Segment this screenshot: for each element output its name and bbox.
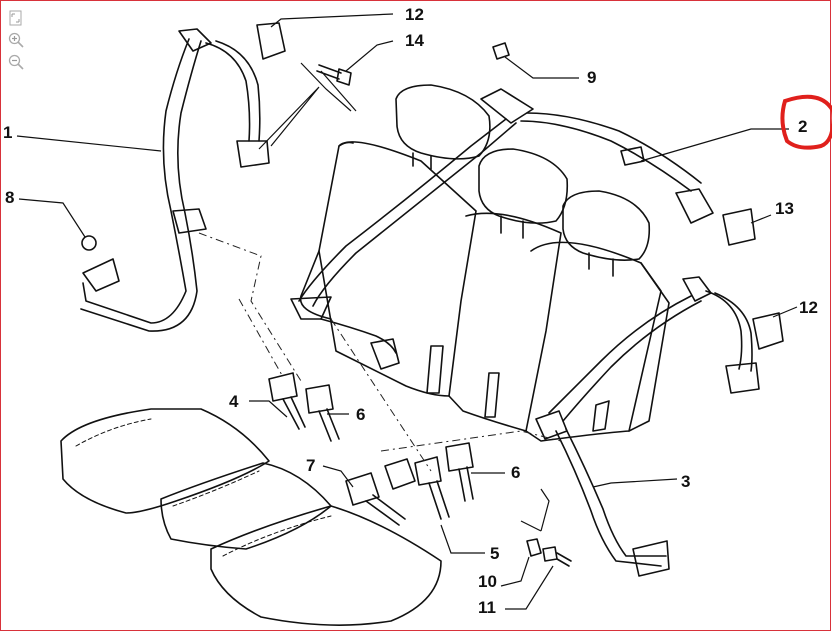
seat-cushion [60, 408, 442, 626]
callout-12a[interactable]: 12 [405, 5, 424, 24]
fit-page-button[interactable] [7, 9, 25, 27]
callout-8[interactable]: 8 [5, 188, 14, 207]
bolt-14 [316, 64, 352, 86]
callout-2[interactable]: 2 [798, 117, 807, 136]
belt-left-1 [80, 28, 270, 332]
seat-back [299, 141, 670, 442]
callout-1[interactable]: 1 [3, 123, 12, 142]
cover-13 [722, 208, 756, 246]
fit-page-icon [9, 10, 22, 26]
buckle-4 [268, 372, 306, 430]
callout-6a[interactable]: 6 [356, 405, 365, 424]
tongue-7 [345, 472, 406, 526]
buckle-5 [384, 456, 450, 520]
cover-12a [256, 22, 286, 60]
zoom-in-button[interactable] [7, 31, 25, 49]
callout-13[interactable]: 13 [775, 199, 794, 218]
callout-10[interactable]: 10 [478, 572, 497, 591]
callout-6b[interactable]: 6 [511, 463, 520, 482]
leader-lines [16, 13, 798, 610]
buckle-6a [305, 384, 340, 442]
viewer-toolbar [7, 9, 27, 71]
callout-5[interactable]: 5 [490, 544, 499, 563]
headrest-left [395, 84, 491, 170]
cover-12b [752, 312, 784, 350]
headrest-right [562, 190, 651, 277]
assembly-guide-lines [198, 232, 562, 472]
zoom-out-icon [8, 54, 24, 70]
plug-8 [81, 235, 97, 251]
callout-9[interactable]: 9 [587, 68, 596, 87]
nut-9 [492, 42, 510, 60]
callout-4[interactable]: 4 [229, 392, 239, 411]
callout-3[interactable]: 3 [681, 472, 690, 491]
belt-center-2 [290, 88, 714, 370]
buckle-6b [445, 442, 474, 502]
headrest-center [478, 148, 569, 239]
belt-right-3 [535, 276, 760, 577]
nut-10 [526, 538, 542, 557]
zoom-in-icon [8, 32, 24, 48]
callout-14[interactable]: 14 [405, 31, 424, 50]
callout-12b[interactable]: 12 [799, 298, 818, 317]
callout-7[interactable]: 7 [306, 456, 315, 475]
callout-11[interactable]: 11 [478, 598, 496, 617]
bolt-11 [542, 546, 572, 567]
zoom-out-button[interactable] [7, 53, 25, 71]
highlight-circle [780, 94, 832, 150]
